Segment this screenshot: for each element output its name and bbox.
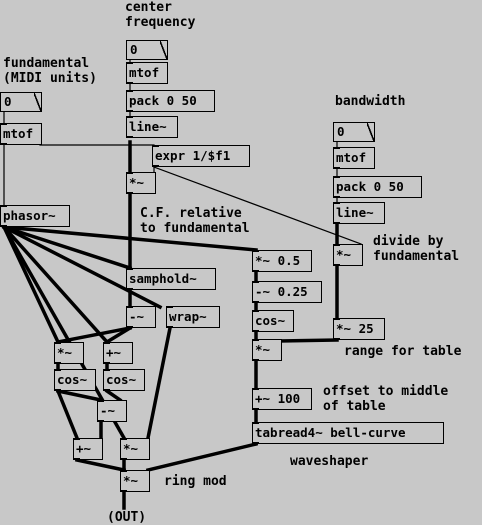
waveshaper-label: waveshaper (290, 454, 369, 469)
multiply-bottom-object[interactable]: *~ (120, 438, 150, 460)
multiply-center-object[interactable]: *~ (126, 172, 156, 194)
plus-left-object[interactable]: +~ (103, 342, 133, 364)
line-center-object[interactable]: line~ (126, 116, 178, 138)
cf-relative-label: C.F. relative to fundamental (140, 206, 250, 236)
cord (153, 166, 362, 245)
plus-100-object[interactable]: +~ 100 (252, 388, 312, 410)
minus-signal-object[interactable]: -~ (126, 306, 156, 328)
offset-to-middle-label: offset to middle of table (323, 384, 449, 414)
minus-quarter-object[interactable]: -~ 0.25 (252, 281, 322, 303)
plus-bottom-object[interactable]: +~ (73, 438, 103, 460)
mtof-center-object[interactable]: mtof (126, 62, 168, 84)
mtof-fundamental-object[interactable]: mtof (0, 123, 42, 145)
ring-mod-multiply-object[interactable]: *~ (120, 470, 150, 492)
multiply-25-object[interactable]: *~ 25 (333, 318, 385, 340)
cord (74, 457, 127, 473)
cord (55, 388, 104, 403)
cord (55, 325, 133, 345)
phasor-object[interactable]: phasor~ (0, 205, 70, 227)
fundamental-label: fundamental (MIDI units) (3, 56, 97, 86)
divide-by-fundamental-label: divide by fundamental (373, 234, 460, 264)
mtof-bandwidth-object[interactable]: mtof (333, 147, 375, 169)
center-frequency-number-box[interactable]: 0 (126, 40, 168, 60)
fundamental-number-box[interactable]: 0 (0, 92, 42, 112)
range-for-table-label: range for table (344, 344, 462, 359)
pack-center-object[interactable]: pack 0 50 (126, 90, 215, 112)
cos-left-object[interactable]: cos~ (54, 369, 96, 391)
expr-object[interactable]: expr 1/$f1 (152, 145, 250, 167)
bandwidth-label: bandwidth (335, 94, 406, 109)
center-frequency-label: center frequency (125, 0, 196, 30)
cos-right-object[interactable]: cos~ (103, 369, 145, 391)
cos-waveshaper-object[interactable]: cos~ (252, 310, 294, 332)
multiply-waveshaper-object[interactable]: *~ (252, 339, 282, 361)
multiply-half-object[interactable]: *~ 0.5 (252, 250, 312, 272)
cord (2, 225, 258, 252)
cord (278, 338, 339, 343)
line-bandwidth-object[interactable]: line~ (333, 202, 385, 224)
cord (104, 388, 123, 403)
divide-multiply-object[interactable]: *~ (333, 244, 363, 266)
cord (145, 441, 259, 473)
cord (1, 224, 133, 271)
wrap-object[interactable]: wrap~ (166, 306, 220, 328)
cord (145, 325, 173, 441)
tabread4-object[interactable]: tabread4~ bell-curve (252, 422, 444, 444)
cord (1, 224, 110, 345)
multiply-left-object[interactable]: *~ (54, 342, 84, 364)
samphold-object[interactable]: samphold~ (126, 268, 216, 290)
minus-lower-object[interactable]: -~ (97, 400, 127, 422)
ring-mod-label: ring mod (164, 474, 227, 489)
cord (104, 325, 133, 345)
cord (55, 388, 80, 441)
cord (1, 224, 163, 310)
bandwidth-number-box[interactable]: 0 (333, 122, 375, 142)
out-label: (OUT) (107, 510, 147, 525)
pack-bandwidth-object[interactable]: pack 0 50 (333, 176, 422, 198)
